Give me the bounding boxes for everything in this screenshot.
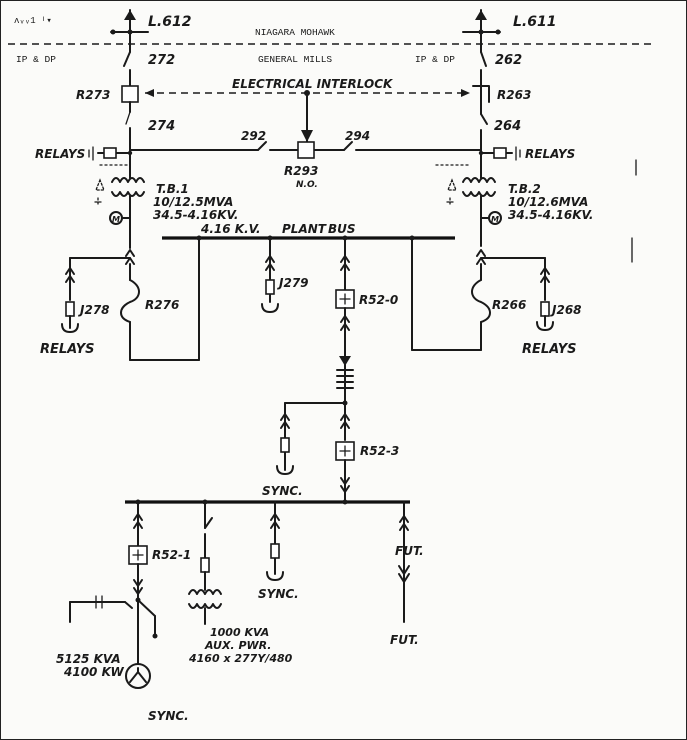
motor-tb1-symbol: M xyxy=(112,215,120,224)
tb1-voltage: 34.5-4.16KV. xyxy=(153,208,238,222)
switch-292-label: 292 xyxy=(241,129,266,143)
breaker-r52-3-label: R52-3 xyxy=(360,444,399,458)
plant-bus-word1: PLANT xyxy=(282,222,327,236)
switch-264-label: 264 xyxy=(494,119,521,134)
aux-name: AUX. PWR. xyxy=(204,639,272,652)
relays-top-right-label: RELAYS xyxy=(525,147,575,161)
generator-kva: 5125 KVA xyxy=(56,652,121,666)
reactor-r276-label: R276 xyxy=(145,298,179,312)
reactor-r266 xyxy=(411,237,491,351)
ownership-right-label: IP & DP xyxy=(415,54,455,65)
tb2-name: T.B.2 xyxy=(508,182,541,196)
switch-272-label: 272 xyxy=(148,53,175,68)
interlock-label: ELECTRICAL INTERLOCK xyxy=(232,77,394,91)
breaker-r263 xyxy=(472,85,490,103)
relays-bottom-right-label: RELAYS xyxy=(522,342,577,357)
relays-top-left-label: RELAYS xyxy=(35,147,85,161)
ct-j278 xyxy=(61,257,131,333)
plant-bus-voltage: 4.16 K.V. xyxy=(200,222,261,236)
ct-j268 xyxy=(480,257,554,331)
corner-scribble: ʌᵥᵥ1 ᴵ▾ xyxy=(14,16,52,26)
transformer-tb2: M xyxy=(446,149,502,247)
breaker-r273 xyxy=(121,85,139,103)
motor-tb2-symbol: M xyxy=(491,215,499,224)
sync-1-label: SYNC. xyxy=(262,484,303,498)
sync-branch-1 xyxy=(276,400,348,475)
relays-bottom-left-label: RELAYS xyxy=(40,342,95,357)
reactor-r266-label: R266 xyxy=(492,298,526,312)
breaker-r52-1-label: R52-1 xyxy=(152,548,191,562)
breaker-r293-state: N.O. xyxy=(296,180,318,190)
switch-262-label: 262 xyxy=(495,53,522,68)
line-l612-label: L.612 xyxy=(148,14,191,30)
utility-label: NIAGARA MOHAWK xyxy=(255,27,335,38)
switch-294-label: 294 xyxy=(345,129,370,143)
aux-rating: 1000 KVA xyxy=(210,626,269,639)
ownership-left-label: IP & DP xyxy=(16,54,56,65)
ct-j268-label: J268 xyxy=(550,303,582,317)
sync-2-label: SYNC. xyxy=(258,587,299,601)
feeder-r52-1 xyxy=(69,501,158,665)
tb1-rating: 10/12.5MVA xyxy=(153,195,233,209)
line-l611-label: L.611 xyxy=(513,14,556,30)
sync-3-label: SYNC. xyxy=(148,709,189,723)
plant-bus-word2: BUS xyxy=(328,222,356,236)
relay-ct-top-left xyxy=(88,146,133,166)
breaker-r293 xyxy=(297,141,315,159)
ct-j279 xyxy=(261,237,279,313)
plant-label: GENERAL MILLS xyxy=(258,54,332,65)
future-1-label: FUT. xyxy=(395,544,424,558)
generator xyxy=(125,663,151,689)
aux-voltage: 4160 x 277Y/480 xyxy=(188,652,293,665)
feeder-r52-0 xyxy=(335,237,355,441)
breaker-r263-label: R263 xyxy=(497,88,531,102)
relay-ct-top-right xyxy=(435,146,521,166)
breaker-r273-label: R273 xyxy=(76,88,110,102)
tb1-name: T.B.1 xyxy=(156,182,189,196)
switch-274-label: 274 xyxy=(148,119,175,134)
future-feeder xyxy=(398,501,410,623)
breaker-r52-0-label: R52-0 xyxy=(359,293,398,307)
feeder-r52-3 xyxy=(335,413,355,503)
incoming-line-l611 xyxy=(462,9,501,87)
tb2-voltage: 34.5-4.16KV. xyxy=(508,208,593,222)
ct-j279-label: J279 xyxy=(277,276,309,290)
reactor-r276 xyxy=(120,237,200,361)
breaker-r293-label: R293 xyxy=(284,164,318,178)
transformer-tb1: M xyxy=(94,149,145,249)
tb2-rating: 10/12.6MVA xyxy=(508,195,588,209)
ct-j278-label: J278 xyxy=(78,303,110,317)
incoming-line-l612 xyxy=(110,9,149,87)
tie-bus xyxy=(129,95,482,151)
aux-power-branch xyxy=(188,501,222,625)
generator-kw: 4100 KW xyxy=(63,665,125,679)
future-2-label: FUT. xyxy=(390,633,419,647)
sync-branch-2 xyxy=(266,501,284,581)
